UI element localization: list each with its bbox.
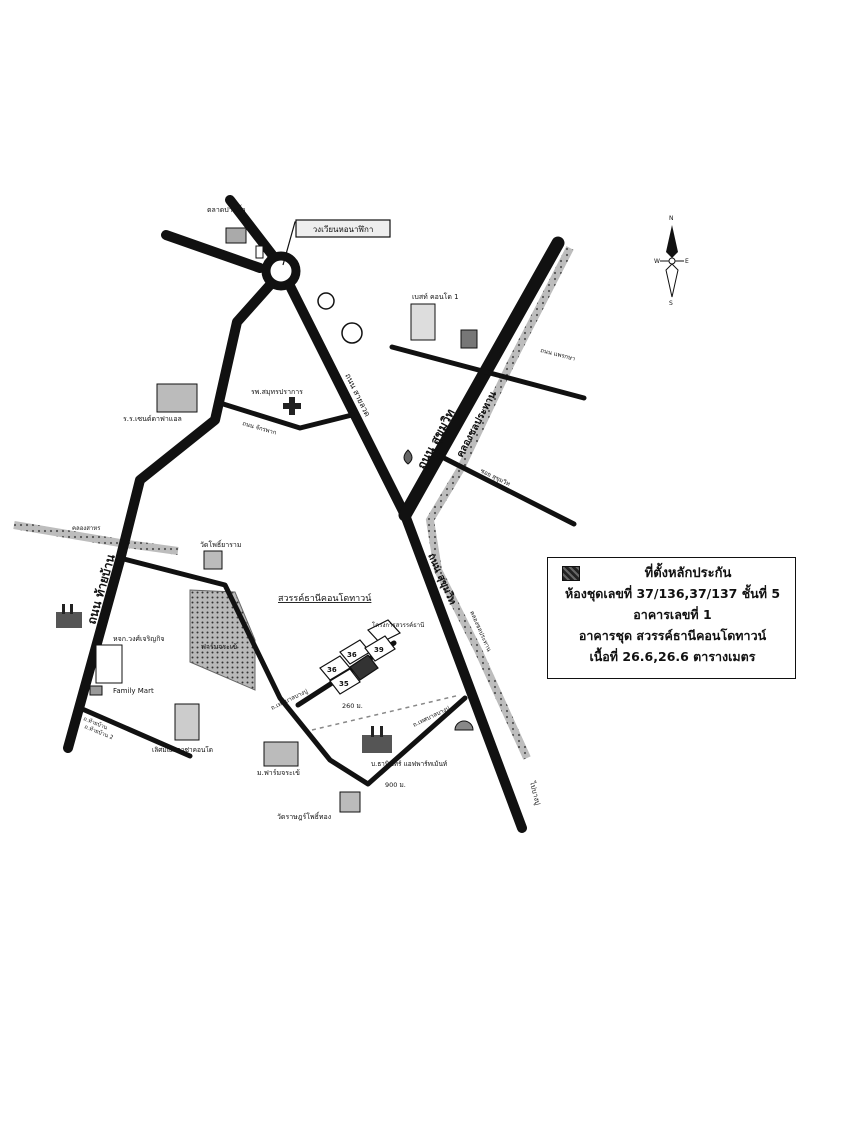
road-phraya-branch — [477, 350, 500, 378]
unit-36a — [319, 655, 351, 681]
label-unit-36b: 36 — [347, 651, 357, 659]
factory-left-icon — [56, 604, 82, 628]
label-wongcharoen: หจก.วงศ์เจริญกิจ — [113, 635, 165, 643]
label-unit-35: 35 — [339, 680, 349, 688]
main-roads — [63, 195, 565, 833]
label-family-mart: Family Mart — [113, 687, 154, 695]
label-dist-260: 260 ม. — [342, 702, 363, 710]
temple-logo-icon — [341, 322, 363, 344]
legend-line-1: ห้องชุดเลขที่ 37/136,37/137 ชั้นที่ 5 — [564, 586, 781, 601]
compass-s: S — [669, 300, 673, 307]
icons — [56, 227, 478, 813]
compass-icon: N W E S — [654, 215, 689, 307]
unit-highlight — [349, 654, 379, 681]
canal-right — [425, 246, 574, 760]
compass-w: W — [654, 258, 660, 265]
road-top-left — [161, 230, 265, 273]
label-best-condo: เบสท์ คอนโด 1 — [412, 292, 459, 301]
road-phraya — [389, 344, 587, 401]
route-dashed — [311, 694, 461, 731]
hospital-red-cross-icon — [283, 397, 301, 415]
soi-sukhumvit — [437, 453, 577, 527]
label-thanin: บ.ธานินทร์ แอฟพาร์ทเม้นท์ — [371, 760, 447, 768]
road-sukhumvit — [398, 236, 565, 522]
label-lewis: เลิศมณีพลาซ่าคอนโด — [152, 746, 213, 754]
label-project: สวรรค์ธานีคอนโดทาวน์ — [278, 592, 371, 604]
compass-e: E — [685, 258, 689, 265]
shop-logo-icon — [460, 329, 478, 349]
label-top-right-block: โครงการสวรรค์ธานี — [372, 621, 424, 629]
school-building-icon — [156, 383, 198, 413]
label-hospital: รพ.สมุทรปราการ — [251, 388, 303, 396]
unit-block-top — [367, 619, 401, 644]
lewis-condo-building-icon — [174, 703, 200, 741]
label-dist-900: 900 ม. — [385, 781, 406, 789]
label-market: ตลาดปากน้ำ — [207, 203, 246, 214]
label-circle: วงเวียนหอนาฬิกา — [313, 225, 374, 234]
legend-line-4: เนื้อที่ 26.6,26.6 ตารางเมตร — [589, 649, 756, 664]
wat-pho-house-icon — [203, 550, 223, 570]
label-bang-pu: ไปบางปู — [528, 779, 543, 806]
label-unit-36a: 36 — [327, 666, 337, 674]
drop-logo-icon — [403, 449, 413, 465]
label-unit-39: 39 — [374, 646, 384, 654]
legend-line-2: อาคารเลขที่ 1 — [633, 607, 712, 622]
legend-swatch — [562, 566, 580, 581]
label-school: ร.ร.เซนต์ดาฟาแอล — [123, 415, 182, 423]
unit-35 — [329, 668, 361, 695]
shell-logo-icon — [454, 720, 474, 731]
farm-village-house-icon — [263, 741, 299, 767]
label-road-phraya: ถนน แพรกษา — [540, 347, 576, 362]
bird-logo-icon — [317, 292, 335, 310]
secondary-roads — [77, 344, 587, 787]
label-wat-rat: วัดราษฎร์โพธิ์ทอง — [277, 811, 331, 821]
unit-39 — [364, 635, 396, 662]
lamp-icon — [255, 245, 264, 259]
legend-line-3: อาคารชุด สวรรค์ธานีคอนโดทาวน์ — [578, 628, 767, 643]
label-road-chakra: ถนน จักรพาก — [241, 420, 277, 436]
factory-right-icon — [362, 726, 392, 753]
project-units — [319, 619, 401, 695]
label-farm-village: ม.ฟาร์มจระเข้ — [257, 769, 300, 777]
family-mart-icon — [89, 685, 103, 696]
crocodile-farm-park — [189, 589, 256, 691]
road-wat-pho — [117, 555, 468, 787]
label-canal-left: คลองสาหร — [72, 525, 101, 532]
road-left-main — [63, 280, 275, 753]
road-chakra — [217, 400, 355, 431]
label-wat-pho: วัดโพธิ์ยาราม — [200, 539, 241, 549]
road-bottom-left — [77, 705, 193, 759]
wat-rat-house-icon — [339, 791, 361, 813]
label-park: ฟาร์มจระเข้ — [201, 643, 237, 651]
wongcharoen-icon — [95, 644, 123, 684]
compass-n: N — [669, 215, 674, 222]
clock-circle — [261, 251, 301, 291]
best-condo-building-icon — [410, 303, 436, 341]
legend-title: ที่ตั้งหลักประกัน — [644, 566, 732, 581]
circle-callout: วงเวียนหอนาฬิกา — [282, 219, 391, 266]
market-icon — [225, 227, 247, 244]
collateral-legend: ที่ตั้งหลักประกัน ห้องชุดเลขที่ 37/136,3… — [547, 557, 796, 679]
callout-box — [295, 219, 391, 238]
